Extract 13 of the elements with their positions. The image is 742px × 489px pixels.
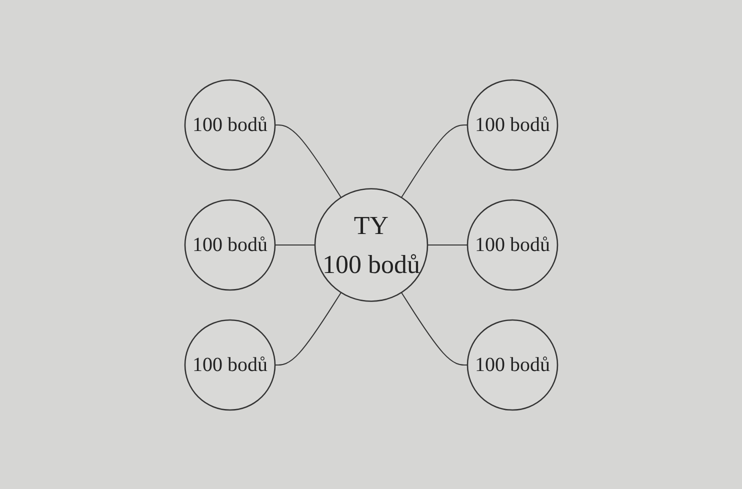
node-circle: 100 bodů — [466, 318, 558, 410]
connector — [400, 291, 468, 365]
node-circle: 100 bodů — [184, 78, 276, 170]
connector — [274, 124, 342, 198]
connector — [274, 244, 316, 245]
connector — [274, 291, 342, 365]
node-circle: 100 bodů — [184, 318, 276, 410]
node-circle: 100 bodů — [466, 78, 558, 170]
node-circle: 100 bodů — [184, 198, 276, 290]
connector — [426, 244, 468, 245]
node-circle: 100 bodů — [466, 198, 558, 290]
connector — [400, 124, 468, 198]
node-circle: TY 100 bodů — [314, 188, 428, 302]
